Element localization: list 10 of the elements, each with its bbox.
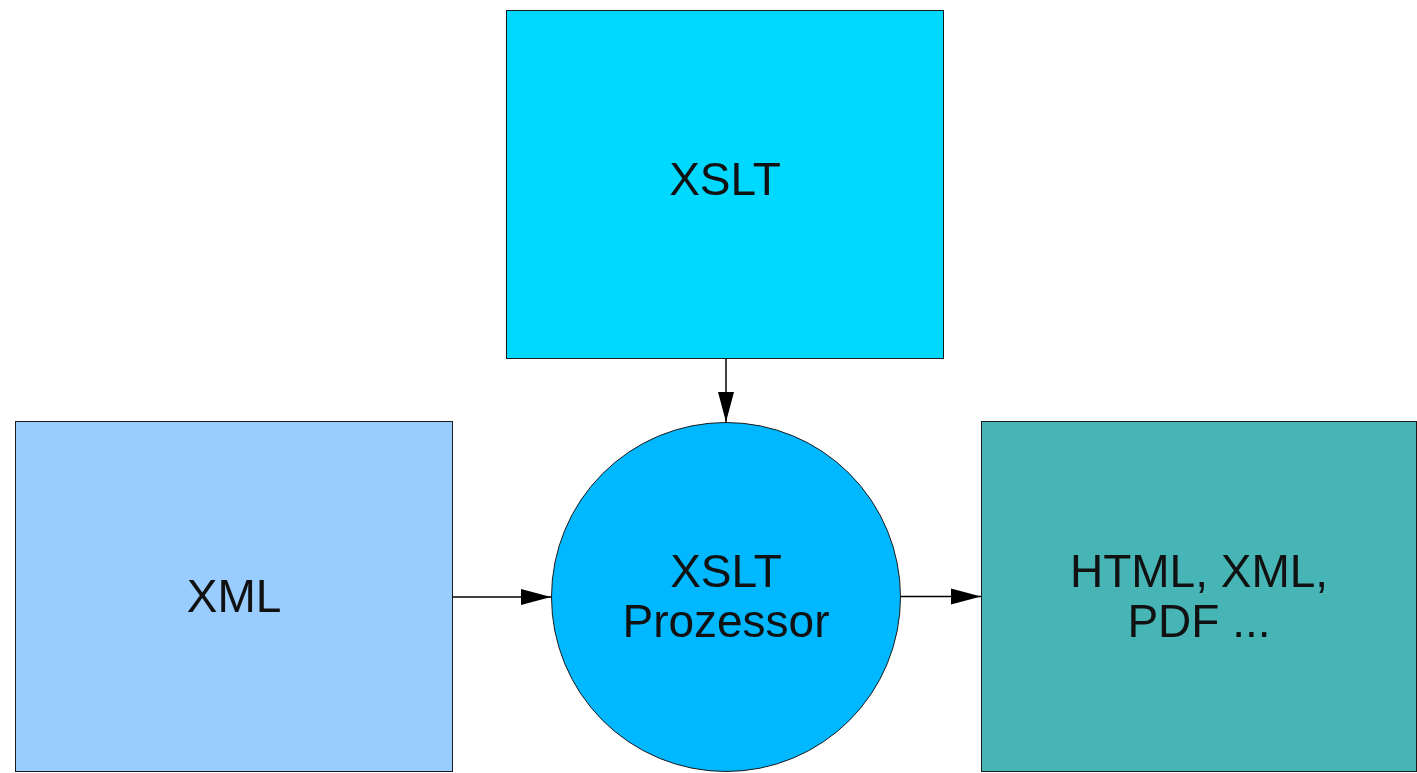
data-box (15, 421, 453, 772)
data-box (981, 421, 1417, 772)
node-label: XML (186, 571, 282, 622)
data-box (506, 10, 944, 359)
node-label: XSLT Prozessor (621, 547, 831, 647)
node-label: HTML, XML, PDF ... (1068, 546, 1330, 647)
arrow (900, 588, 982, 605)
arrow (452, 589, 552, 605)
arrow (718, 358, 734, 423)
node-label: XSLT (669, 154, 781, 205)
